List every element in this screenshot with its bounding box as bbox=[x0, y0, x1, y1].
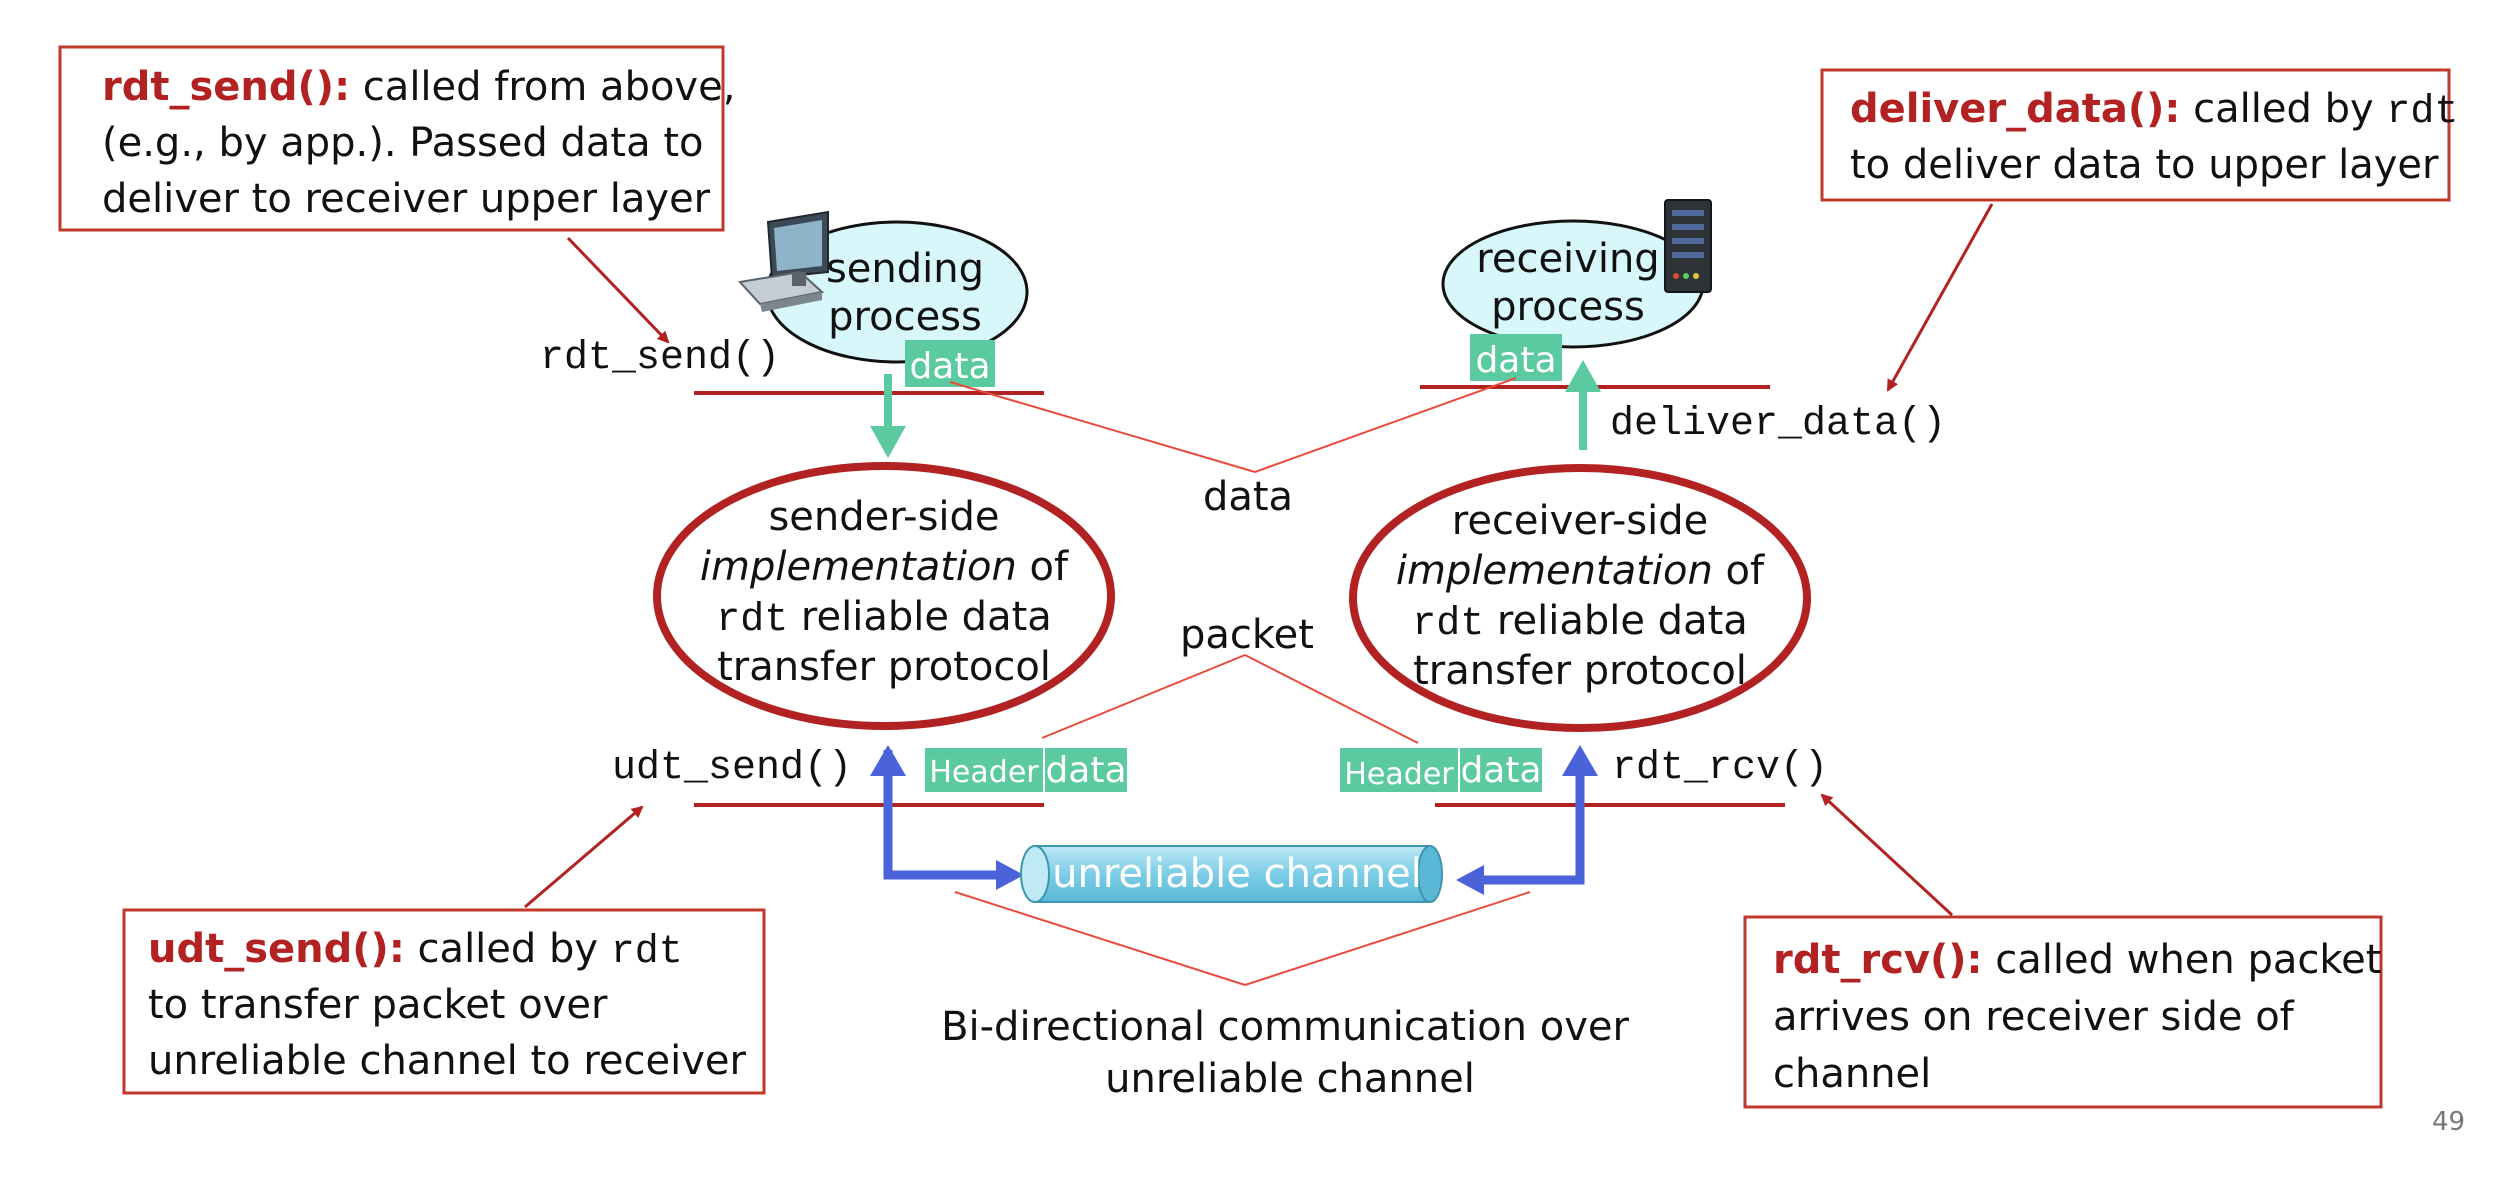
sender-impl-line2-italic: implementation bbox=[700, 544, 1017, 590]
receiving-process-line1: receiving bbox=[1476, 236, 1659, 282]
svg-text:implementation of: implementation of bbox=[700, 544, 1069, 590]
callout-rdt-rcv-line1: called when packet bbox=[1983, 937, 2382, 983]
receiver-impl-line2-rest: of bbox=[1713, 548, 1765, 594]
receiving-process: receiving process bbox=[1441, 219, 1705, 349]
unreliable-channel: unreliable channel bbox=[1020, 845, 1443, 903]
callout-rdt-rcv: rdt_rcv(): called when packet arrives on… bbox=[1743, 915, 2383, 1109]
sender-implementation: sender-side implementation of rdt reliab… bbox=[653, 462, 1115, 730]
callout-deliver-data-pointer bbox=[1886, 203, 1994, 392]
packet-sender-header-text: Header bbox=[929, 755, 1039, 790]
receiver-impl-line2-italic: implementation bbox=[1396, 548, 1713, 594]
svg-text:rdt_rcv(): called when packet: rdt_rcv(): called when packet bbox=[1773, 937, 2381, 983]
callout-deliver-data-line1: called by bbox=[2180, 86, 2386, 132]
svg-text:rdt_send(): called from above,: rdt_send(): called from above, bbox=[102, 64, 735, 110]
label-udt-send: udt_send() bbox=[612, 746, 852, 791]
receiver-impl-line3-code: rdt bbox=[1412, 602, 1484, 647]
sending-process-line1: sending bbox=[826, 246, 984, 292]
receiving-process-line2: process bbox=[1491, 284, 1645, 330]
packet-connector-left bbox=[1041, 654, 1246, 739]
callout-deliver-data-key: deliver_data(): bbox=[1850, 86, 2180, 132]
callout-udt-send: udt_send(): called by rdt to transfer pa… bbox=[122, 908, 766, 1095]
label-deliver-data: deliver_data() bbox=[1610, 402, 1946, 447]
label-rdt-send: rdt_send() bbox=[540, 336, 780, 381]
callout-rdt-rcv-key: rdt_rcv(): bbox=[1773, 937, 1983, 983]
caption-line2: unreliable channel bbox=[1105, 1056, 1475, 1102]
sender-impl-line3-code: rdt bbox=[716, 598, 788, 643]
callout-udt-send-code: rdt bbox=[611, 930, 683, 975]
server-icon bbox=[1664, 199, 1712, 293]
sending-process-line2: process bbox=[828, 294, 982, 340]
callout-rdt-rcv-pointer bbox=[1820, 793, 1954, 917]
receiver-impl-line4: transfer protocol bbox=[1413, 648, 1747, 694]
data-connector-right bbox=[1254, 377, 1517, 473]
blue-arrow-sender bbox=[870, 745, 1024, 890]
svg-text:udt_send(): called by rdt: udt_send(): called by rdt bbox=[148, 926, 683, 975]
blue-arrow-receiver bbox=[1456, 745, 1598, 895]
receiver-implementation: receiver-side implementation of rdt reli… bbox=[1349, 464, 1811, 732]
page-number: 49 bbox=[2432, 1107, 2465, 1137]
data-tag-receiver: data bbox=[1470, 334, 1562, 381]
sender-impl-line1: sender-side bbox=[768, 494, 999, 540]
callout-rdt-send-line3: deliver to receiver upper layer bbox=[102, 176, 711, 222]
sender-impl-line2-rest: of bbox=[1017, 544, 1069, 590]
caption-connector-right bbox=[1244, 891, 1531, 986]
callout-rdt-rcv-line3: channel bbox=[1773, 1051, 1931, 1097]
callout-deliver-data-line2: to deliver data to upper layer bbox=[1850, 142, 2439, 188]
packet-tag-sender: Header data bbox=[925, 748, 1127, 792]
packet-connector-right bbox=[1244, 654, 1419, 744]
center-data-label: data bbox=[1203, 474, 1293, 520]
callout-udt-send-key: udt_send(): bbox=[148, 926, 405, 972]
data-connector-left bbox=[949, 381, 1256, 473]
receiver-impl-line1: receiver-side bbox=[1452, 498, 1708, 544]
sending-process: sending process bbox=[765, 220, 1029, 364]
callout-rdt-send-line1: called from above, bbox=[350, 64, 735, 110]
callout-udt-send-line2: to transfer packet over bbox=[148, 982, 608, 1028]
svg-text:deliver_data(): called by rdt: deliver_data(): called by rdt bbox=[1850, 86, 2458, 135]
sender-impl-line3-rest: reliable data bbox=[788, 594, 1052, 640]
callout-rdt-send-line2: (e.g., by app.). Passed data to bbox=[102, 120, 703, 166]
data-tag-sender: data bbox=[905, 340, 995, 387]
green-arrow-up bbox=[1565, 360, 1601, 450]
callout-rdt-send: rdt_send(): called from above, (e.g., by… bbox=[58, 45, 735, 232]
computer-icon bbox=[738, 210, 829, 312]
svg-text:implementation of: implementation of bbox=[1396, 548, 1765, 594]
callout-deliver-data: deliver_data(): called by rdt to deliver… bbox=[1820, 68, 2458, 202]
caption-connector-left bbox=[954, 891, 1246, 986]
channel-label: unreliable channel bbox=[1052, 851, 1422, 897]
sender-impl-line4: transfer protocol bbox=[717, 644, 1051, 690]
callout-udt-send-line3: unreliable channel to receiver bbox=[148, 1038, 746, 1084]
svg-text:rdt reliable data: rdt reliable data bbox=[716, 594, 1052, 643]
callout-deliver-data-code: rdt bbox=[2386, 90, 2458, 135]
packet-receiver-header-text: Header bbox=[1344, 757, 1454, 792]
data-tag-receiver-text: data bbox=[1475, 340, 1556, 381]
callout-rdt-send-pointer bbox=[566, 236, 670, 344]
data-tag-sender-text: data bbox=[909, 346, 990, 387]
green-arrow-down bbox=[870, 374, 906, 458]
packet-sender-data-text: data bbox=[1045, 750, 1126, 791]
callout-udt-send-pointer bbox=[524, 805, 644, 909]
callout-rdt-send-key: rdt_send(): bbox=[102, 64, 350, 110]
svg-text:rdt reliable data: rdt reliable data bbox=[1412, 598, 1748, 647]
center-packet-label: packet bbox=[1180, 612, 1314, 658]
callout-udt-send-line1: called by bbox=[405, 926, 611, 972]
receiver-impl-line3-rest: reliable data bbox=[1484, 598, 1748, 644]
packet-tag-receiver: Header data bbox=[1340, 748, 1542, 792]
caption-line1: Bi-directional communication over bbox=[941, 1004, 1629, 1050]
callout-rdt-rcv-line2: arrives on receiver side of bbox=[1773, 994, 2295, 1040]
packet-receiver-data-text: data bbox=[1460, 750, 1541, 791]
label-rdt-rcv: rdt_rcv() bbox=[1612, 746, 1828, 791]
